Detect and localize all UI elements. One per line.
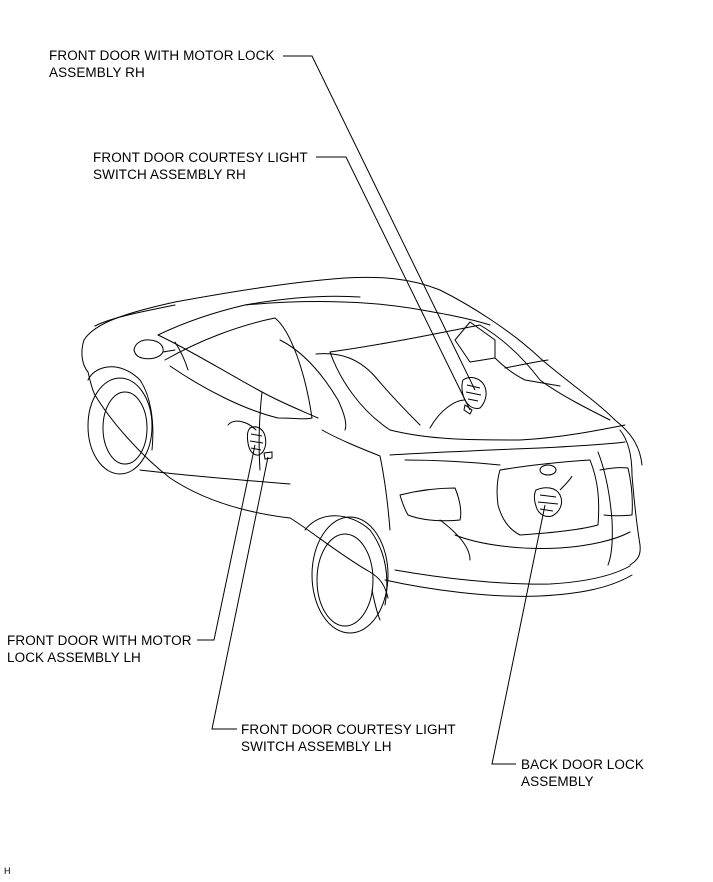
- component-motor-lock-lh: [247, 427, 265, 455]
- label-front-door-motor-lock-rh: FRONT DOOR WITH MOTOR LOCK ASSEMBLY RH: [49, 47, 275, 81]
- label-line: BACK DOOR LOCK: [521, 757, 644, 772]
- leader-motor-lock-rh: [283, 56, 475, 390]
- label-front-door-courtesy-lh: FRONT DOOR COURTESY LIGHT SWITCH ASSEMBL…: [241, 721, 456, 755]
- component-motor-lock-rh: [462, 378, 486, 409]
- label-line: SWITCH ASSEMBLY RH: [93, 167, 246, 182]
- label-line: FRONT DOOR WITH MOTOR LOCK: [49, 48, 275, 63]
- label-line: FRONT DOOR WITH MOTOR: [7, 633, 192, 648]
- leader-back-door-lock: [492, 505, 545, 764]
- label-line: FRONT DOOR COURTESY LIGHT: [93, 150, 308, 165]
- car-outline: [82, 277, 642, 633]
- figure-code: H: [4, 866, 11, 876]
- leader-courtesy-rh: [316, 157, 470, 410]
- label-back-door-lock: BACK DOOR LOCK ASSEMBLY: [521, 756, 644, 790]
- label-line: LOCK ASSEMBLY LH: [7, 650, 141, 665]
- label-front-door-motor-lock-lh: FRONT DOOR WITH MOTOR LOCK ASSEMBLY LH: [7, 632, 192, 666]
- component-back-door-lock: [535, 476, 573, 517]
- component-courtesy-lh: [264, 452, 272, 459]
- leader-lines: [197, 56, 545, 764]
- label-line: SWITCH ASSEMBLY LH: [241, 739, 392, 754]
- leader-courtesy-lh: [212, 457, 268, 729]
- leader-motor-lock-lh: [197, 445, 255, 640]
- label-line: ASSEMBLY: [521, 774, 594, 789]
- label-front-door-courtesy-rh: FRONT DOOR COURTESY LIGHT SWITCH ASSEMBL…: [93, 149, 308, 183]
- label-line: ASSEMBLY RH: [49, 65, 145, 80]
- label-line: FRONT DOOR COURTESY LIGHT: [241, 722, 456, 737]
